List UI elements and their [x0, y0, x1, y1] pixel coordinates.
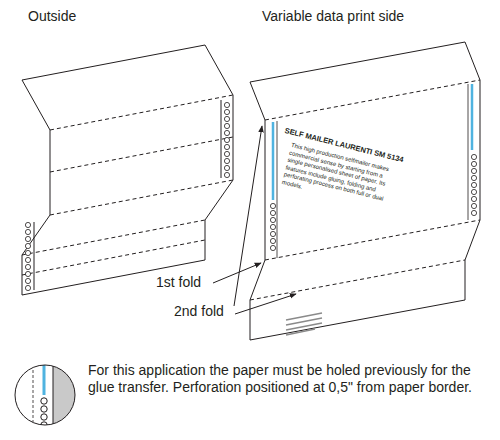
perforation-hole [471, 168, 476, 173]
perforation-hole [270, 224, 275, 229]
fold-leaders [213, 126, 296, 314]
perforation-hole [224, 109, 229, 114]
perforation-hole [471, 161, 476, 166]
perforation-hole [270, 238, 275, 243]
perforation-hole [471, 189, 476, 194]
perforation-hole [471, 210, 476, 215]
perforation-hole [25, 243, 30, 248]
perforation-hole [25, 229, 30, 234]
perforation-hole [224, 137, 229, 142]
perforation-hole [41, 398, 47, 404]
perforation-hole [224, 102, 229, 107]
view-label: Outside [28, 8, 76, 25]
perforation-hole [270, 203, 275, 208]
perforation-hole [25, 257, 30, 262]
perforation-hole [471, 203, 476, 208]
note-text: For this application the paper must be h… [88, 362, 488, 396]
perforation-hole [270, 231, 275, 236]
perforation-hole [471, 182, 476, 187]
fold-label: 2nd fold [174, 303, 224, 320]
perforation-hole [270, 245, 275, 250]
perforation-hole [25, 236, 30, 241]
detail-circle [10, 360, 93, 430]
perforation-hole [41, 414, 47, 420]
perforation-hole [224, 158, 229, 163]
perforation-hole [224, 130, 229, 135]
view-label: Variable data print side [262, 8, 404, 25]
perforation-hole [270, 217, 275, 222]
perforation-hole [25, 250, 30, 255]
address-lines [286, 313, 322, 335]
perforation-hole [270, 210, 275, 215]
perforation-hole [224, 144, 229, 149]
perforation-hole [25, 278, 30, 283]
perforation-hole [25, 285, 30, 290]
perforation-hole [224, 123, 229, 128]
perforation-hole [471, 175, 476, 180]
perforation-hole [41, 406, 47, 412]
fold-label: 1st fold [156, 274, 201, 291]
perforation-hole [25, 264, 30, 269]
perforation-hole [224, 172, 229, 177]
perforation-hole [224, 116, 229, 121]
print-side-sheet [250, 42, 480, 340]
perforation-hole [471, 154, 476, 159]
perforation-hole [471, 196, 476, 201]
perforation-holes [25, 102, 229, 290]
perforation-hole [25, 271, 30, 276]
perforation-hole [224, 151, 229, 156]
outside-sheet [22, 45, 233, 295]
perforation-hole [224, 165, 229, 170]
perforation-hole [25, 222, 30, 227]
